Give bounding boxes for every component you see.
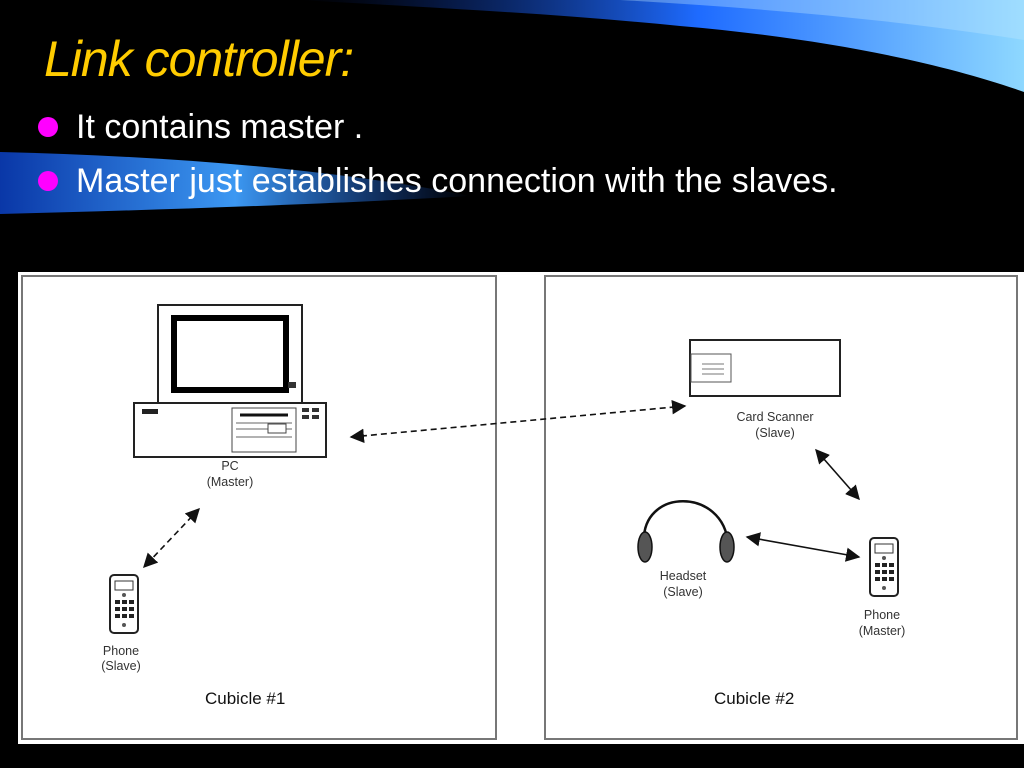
cubicle-2-caption: Cubicle #2: [714, 689, 794, 708]
bullet-text: Master just establishes connection with …: [76, 162, 838, 200]
mid-swoosh: [0, 152, 470, 214]
phone1-name-label: Phone: [103, 644, 139, 658]
phone-slave-icon: [109, 574, 139, 634]
phone1-role-label: (Slave): [101, 659, 141, 673]
headset-name-label: Headset: [660, 569, 707, 583]
link-pc-to-phone-slave: [143, 507, 200, 569]
piconet-diagram: PC (Master) Phone (Slave): [18, 272, 1024, 744]
pc-role-label: (Master): [207, 475, 254, 489]
pc-case-icon: [133, 402, 327, 458]
phone-master-icon: [869, 537, 899, 597]
top-swoosh: [300, 0, 1024, 92]
card-scanner-icon: [689, 339, 841, 397]
slide-title: Link controller:: [44, 31, 354, 87]
card-scanner-name-label: Card Scanner: [736, 410, 813, 424]
bullet-dot-icon: [38, 171, 58, 191]
phone2-name-label: Phone: [864, 608, 900, 622]
link-card-scanner-to-phone-master: [815, 448, 860, 501]
headset-icon: [637, 500, 735, 563]
cubicle-1-caption: Cubicle #1: [205, 689, 285, 708]
pc-name-label: PC: [221, 459, 238, 473]
link-headset-to-phone-master: [745, 532, 861, 562]
phone2-role-label: (Master): [859, 624, 906, 638]
bullet-item: Master just establishes connection with …: [38, 160, 898, 202]
pc-monitor-icon: [157, 304, 303, 404]
bullet-dot-icon: [38, 117, 58, 137]
bullet-text: It contains master .: [76, 108, 364, 146]
card-scanner-role-label: (Slave): [755, 426, 795, 440]
bullet-item: It contains master .: [38, 106, 898, 148]
diagram-canvas: PC (Master) Phone (Slave): [21, 275, 1018, 740]
headset-role-label: (Slave): [663, 585, 703, 599]
bullet-list: It contains master . Master just establi…: [38, 106, 898, 214]
top-swoosh-highlight: [620, 0, 1024, 40]
link-pc-to-card-scanner: [349, 400, 687, 443]
